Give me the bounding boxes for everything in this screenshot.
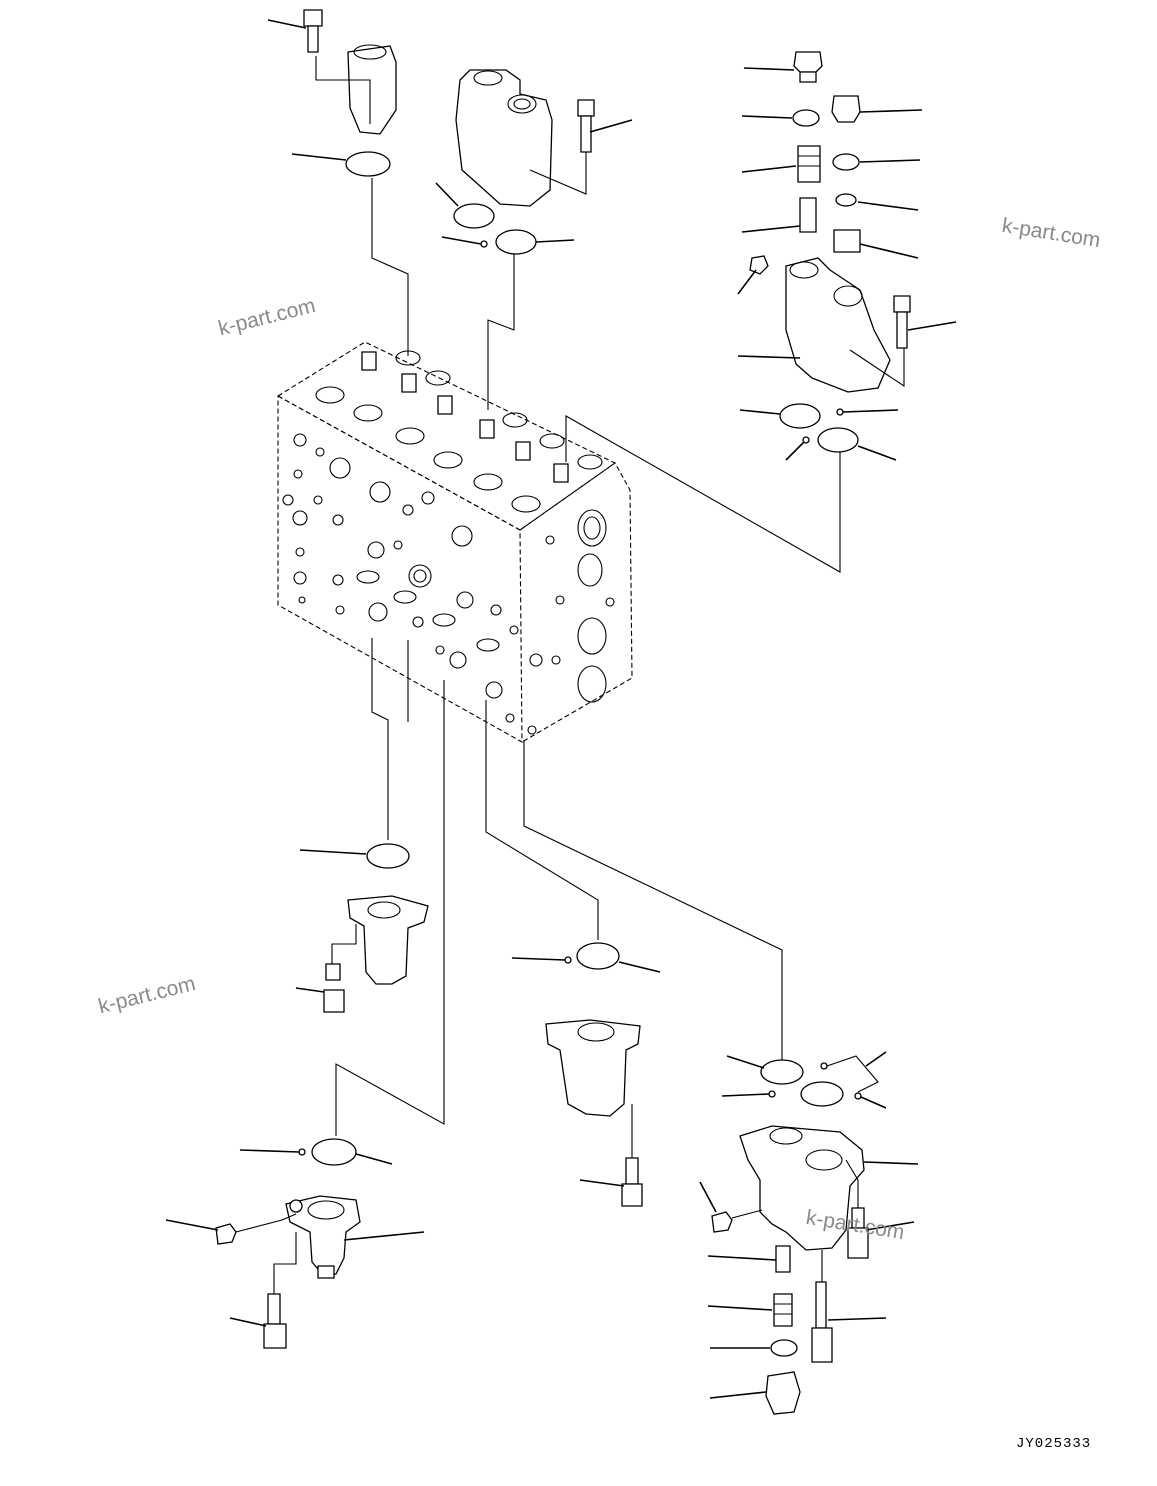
main-valve-block — [276, 341, 633, 743]
top-right-relief-assembly — [565, 51, 957, 573]
bottom-right-relief-assembly — [699, 1051, 919, 1415]
mid-left-cover-assembly — [295, 843, 429, 1013]
mid-center-cover-assembly — [511, 942, 661, 1207]
top-left-cap-assembly — [267, 9, 409, 356]
bottom-left-cover-assembly — [165, 1138, 425, 1349]
drawing-code: JY025333 — [1016, 1436, 1092, 1452]
top-center-valve-body — [435, 69, 633, 410]
